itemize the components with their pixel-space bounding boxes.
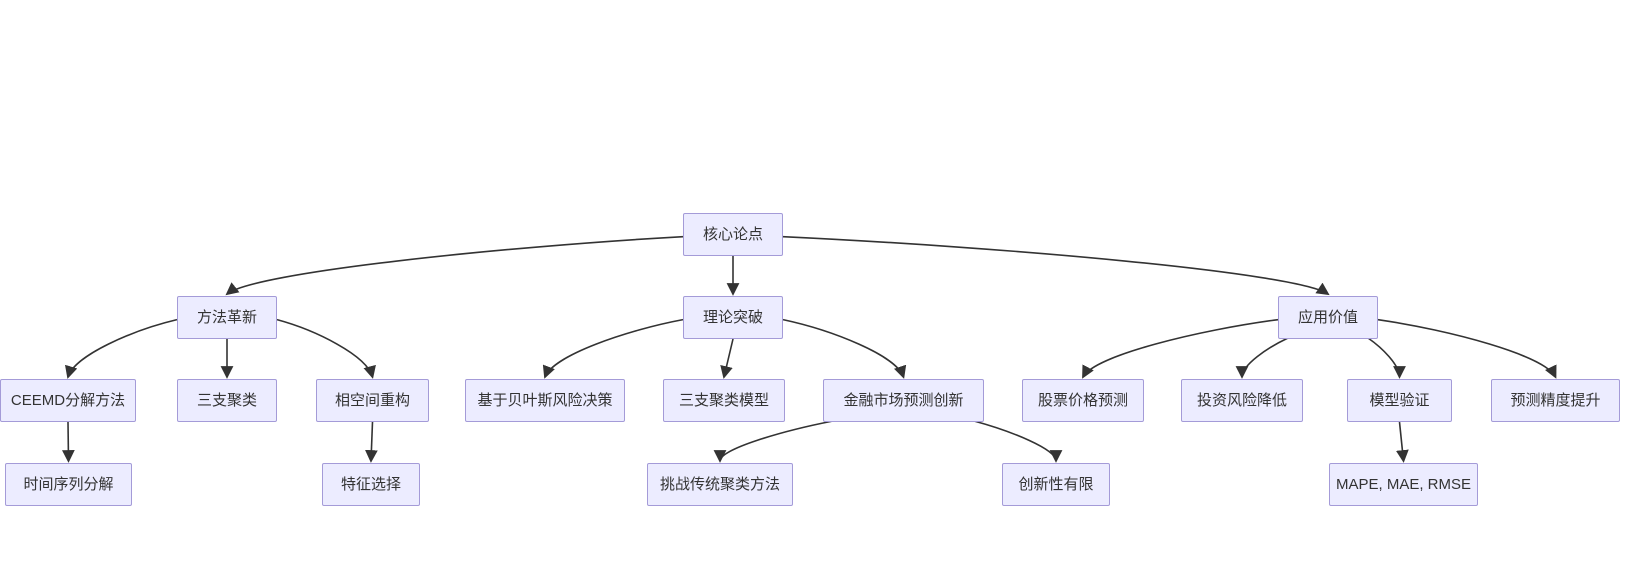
edge-root-method	[225, 235, 684, 296]
node-feature: 特征选择	[322, 463, 420, 506]
node-theory: 理论突破	[683, 296, 783, 339]
edge-method-ceemd	[65, 318, 178, 379]
node-validation: 模型验证	[1347, 379, 1452, 422]
node-twcmodel: 三支聚类模型	[663, 379, 785, 422]
edge-theory-twcmodel	[720, 338, 734, 379]
node-limited: 创新性有限	[1002, 463, 1110, 506]
node-stock: 股票价格预测	[1022, 379, 1144, 422]
edge-validation-metrics	[1396, 421, 1409, 463]
edge-application-validation	[1367, 337, 1406, 379]
edge-application-stock	[1082, 318, 1279, 379]
edge-theory-fininnov	[782, 318, 907, 379]
node-threeway: 三支聚类	[177, 379, 277, 422]
edge-phasespace-feature	[365, 421, 378, 463]
edge-fininnov-limited	[973, 420, 1063, 463]
node-risk: 投资风险降低	[1181, 379, 1303, 422]
node-tsdecomp: 时间序列分解	[5, 463, 132, 506]
node-challenge: 挑战传统聚类方法	[647, 463, 793, 506]
node-application: 应用价值	[1278, 296, 1378, 339]
node-root: 核心论点	[683, 213, 783, 256]
node-phasespace: 相空间重构	[316, 379, 429, 422]
edge-ceemd-tsdecomp	[61, 421, 75, 463]
edge-application-accuracy	[1377, 318, 1557, 379]
node-ceemd: CEEMD分解方法	[0, 379, 136, 422]
node-accuracy: 预测精度提升	[1491, 379, 1620, 422]
edge-fininnov-challenge	[713, 420, 834, 463]
node-method: 方法革新	[177, 296, 277, 339]
edge-method-phasespace	[276, 318, 376, 379]
node-metrics: MAPE, MAE, RMSE	[1329, 463, 1478, 506]
edge-root-application	[782, 235, 1330, 296]
edge-theory-bayes	[542, 318, 684, 379]
edge-application-risk	[1235, 337, 1289, 379]
node-fininnov: 金融市场预测创新	[823, 379, 984, 422]
node-bayes: 基于贝叶斯风险决策	[465, 379, 625, 422]
